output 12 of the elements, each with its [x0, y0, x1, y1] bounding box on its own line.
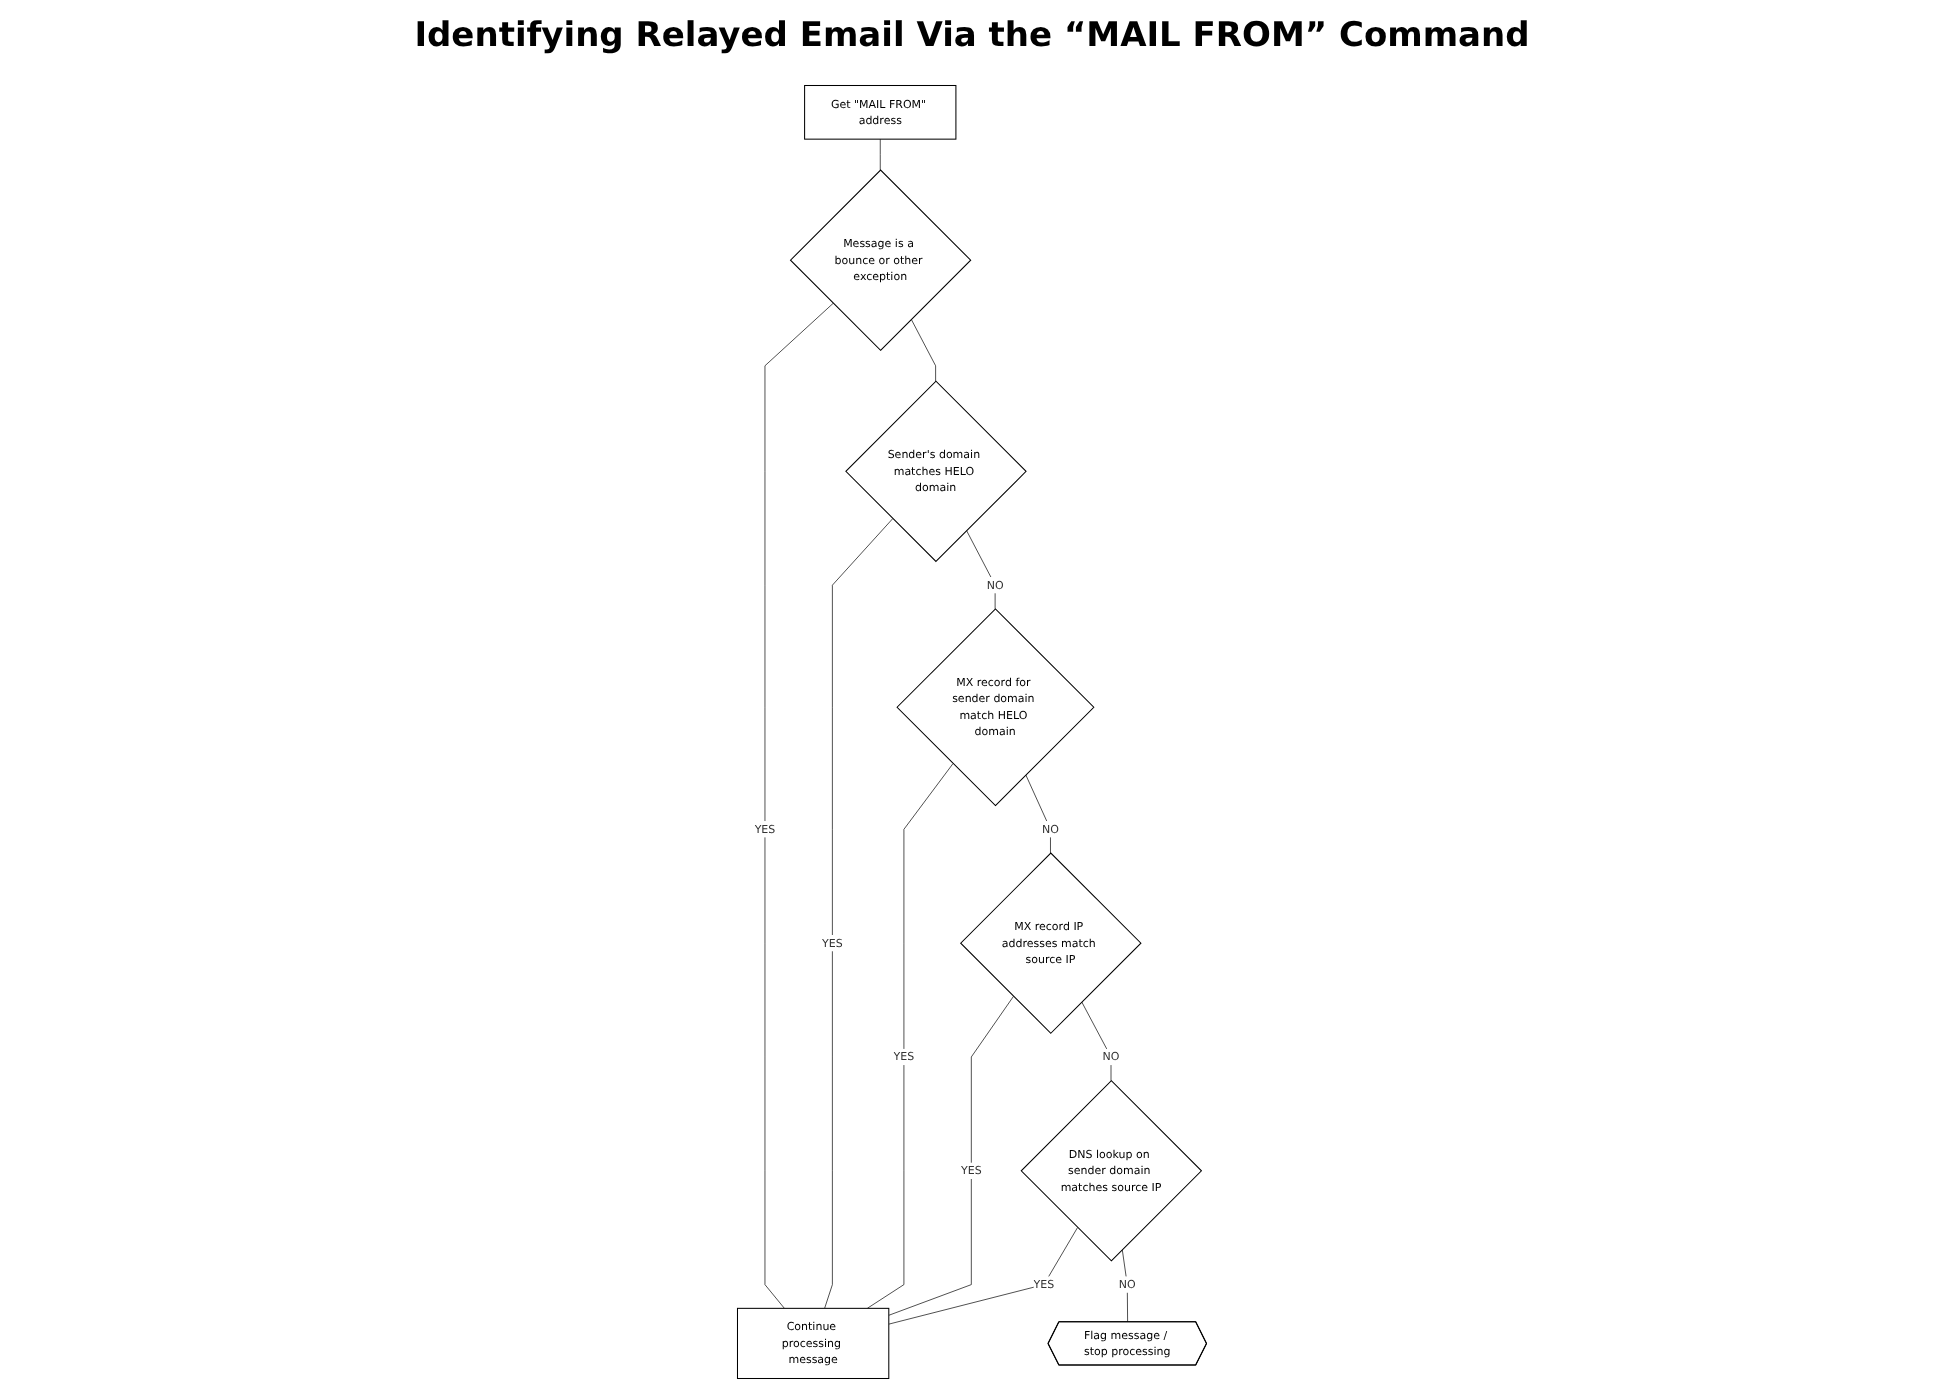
connector [888, 1227, 1078, 1325]
connector [888, 995, 1014, 1316]
connector [1081, 1001, 1112, 1082]
connector [764, 302, 834, 1309]
connector [910, 318, 936, 382]
diagram-title: Identifying Relayed Email Via the “MAIL FROM” Command [412, 16, 1532, 56]
connector [966, 530, 996, 610]
connector [1025, 774, 1051, 854]
connector [1121, 1249, 1128, 1323]
connector [824, 518, 894, 1309]
connector [866, 763, 954, 1309]
connector [879, 138, 881, 171]
